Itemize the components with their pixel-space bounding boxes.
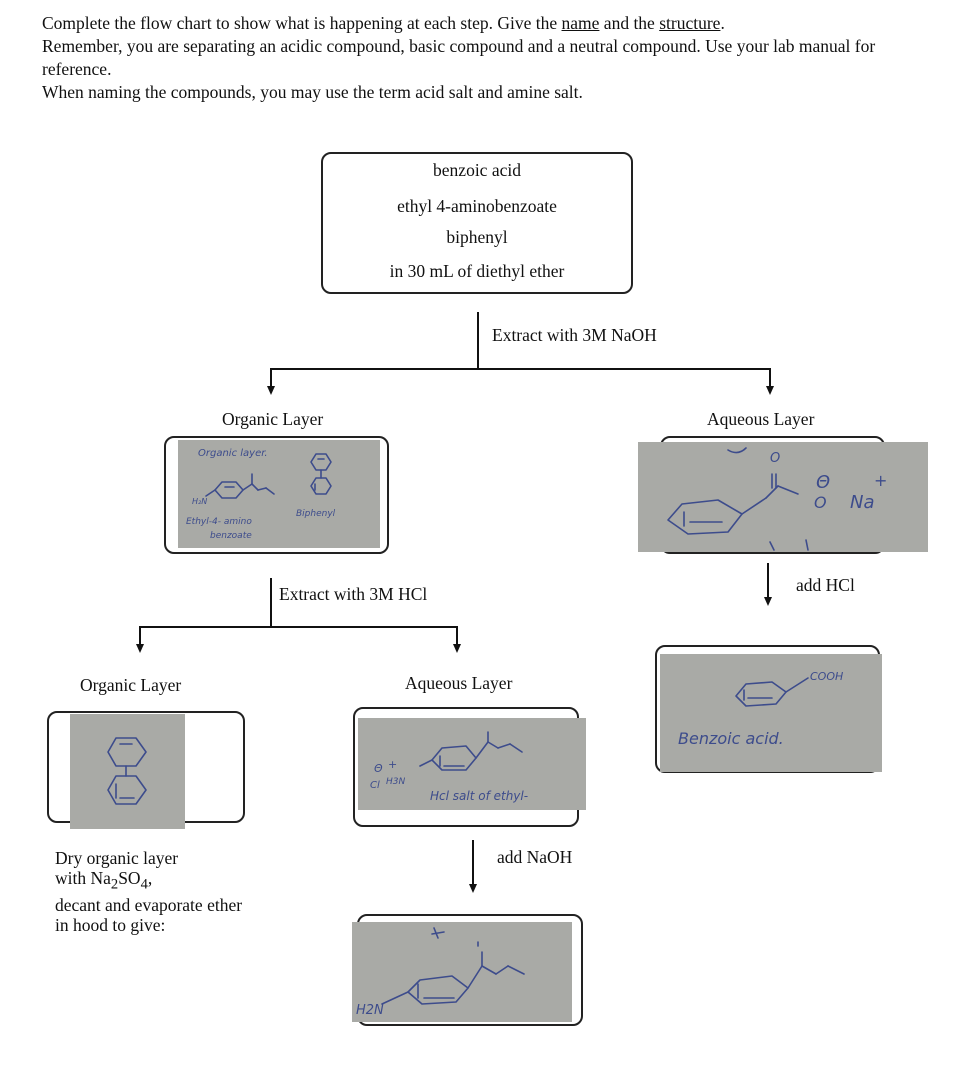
step2-left-drop [139,626,141,646]
handwritten-header: Organic layer. [198,448,268,459]
name-underline: name [561,13,600,33]
handwritten-h3n: H3N [386,777,405,787]
instructions: Complete the flow chart to show what is … [42,12,922,104]
add-hcl-stem [767,563,769,598]
svg-text:H₂N: H₂N [192,497,207,506]
dry-line-3: decant and evaporate ether [55,894,243,915]
step1-branch-line [270,368,771,370]
handwritten-name-1: Ethyl-4- amino [186,517,252,527]
handwritten-name-2: benzoate [210,531,252,541]
handwritten-benzoic-acid: Benzoic acid. [678,729,784,748]
step2-branch-line [139,626,458,628]
handwritten-name-3: Biphenyl [296,509,336,519]
step2-right-drop [456,626,458,646]
handwritten-o-minus: O [814,493,827,512]
step1-right-drop [769,368,771,388]
benzoic-acid-photo: COOH Benzoic acid. [660,654,882,772]
step1-left-drop [270,368,272,388]
organic-layer-photo-1: Organic layer. H₂N Ethyl-4- amino benzoa… [178,440,380,548]
handwritten-plus-charge: + [874,471,887,490]
step1-right-arrowhead [766,386,774,395]
start-compound-2: ethyl 4-aminobenzoate [397,196,557,216]
dry-line-2: with Na2SO4, [55,868,153,893]
handwritten-cl: Cl [370,780,380,791]
organic-layer-title-1: Organic Layer [222,409,324,429]
aqueous-layer-photo-1: O O Θ + Na [638,442,928,552]
amine-result-photo: H2N [352,922,572,1022]
add-hcl-label: add HCl [796,575,855,595]
handwritten-cooh: COOH [810,670,843,683]
add-naoh-stem [472,840,474,886]
handwritten-plus-2: + [388,758,397,771]
step2-stem [270,578,272,626]
add-naoh-arrowhead [469,884,477,893]
step2-left-arrowhead [136,644,144,653]
start-compound-1: benzoic acid [433,160,521,180]
step1-left-arrowhead [267,386,275,395]
step2-label: Extract with 3M HCl [279,584,428,604]
step1-label: Extract with 3M NaOH [492,325,657,345]
handwritten-o-top: O [770,451,780,466]
dry-instructions: Dry organic layer with Na2SO4, decant an… [55,848,242,935]
organic-layer-title-2: Organic Layer [80,675,182,695]
instruction-line-2: Remember, you are separating an acidic c… [42,36,876,79]
add-naoh-label: add NaOH [497,847,573,867]
structure-underline: structure [659,13,721,33]
step1-stem [477,312,479,368]
starting-mixture-box: benzoic acid ethyl 4-aminobenzoate biphe… [321,152,633,294]
aqueous-layer-photo-2: Θ + Cl H3N Hcl salt of ethyl- [358,718,586,810]
handwritten-minus-2: Θ [374,762,383,775]
aqueous-layer-title-2: Aqueous Layer [405,673,513,693]
start-solvent: in 30 mL of diethyl ether [389,261,565,281]
instruction-line-1: Complete the flow chart to show what is … [42,13,725,33]
handwritten-h2n: H2N [356,1003,384,1018]
start-compound-3: biphenyl [446,227,508,247]
organic-layer-photo-2 [70,714,185,829]
instruction-line-3: When naming the compounds, you may use t… [42,82,583,102]
dry-line-1: Dry organic layer [55,848,179,868]
step2-right-arrowhead [453,644,461,653]
aqueous-layer-title-1: Aqueous Layer [707,409,815,429]
add-hcl-arrowhead [764,597,772,606]
dry-line-4: in hood to give: [55,914,166,935]
handwritten-na: Na [850,492,875,513]
handwritten-minus-charge: Θ [816,472,830,493]
handwritten-hcl-salt: Hcl salt of ethyl- [430,789,528,803]
